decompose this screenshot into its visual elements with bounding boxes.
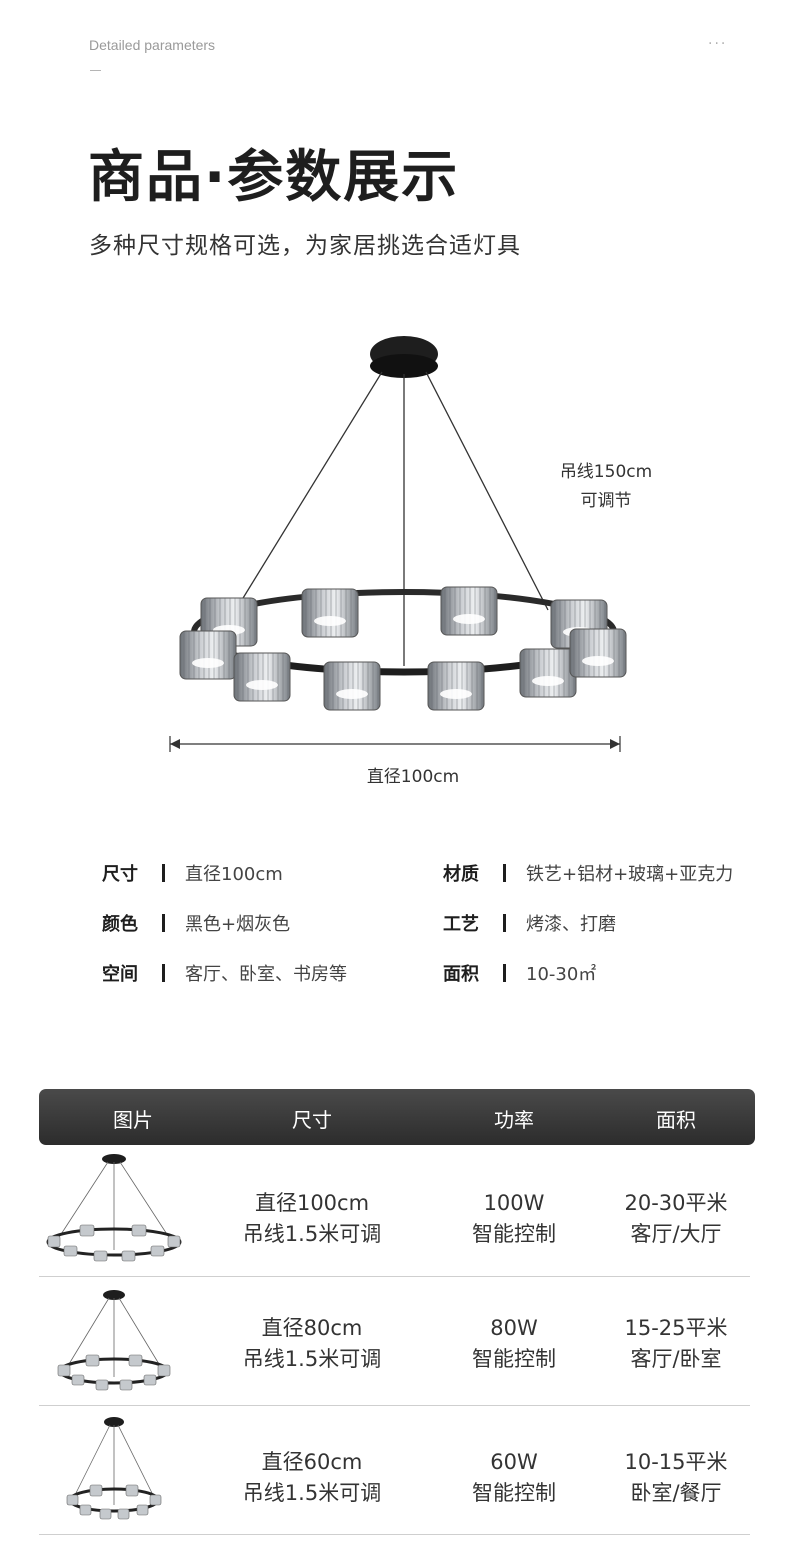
row-divider — [39, 1405, 750, 1406]
spec-size: 尺寸直径100cm — [102, 864, 283, 885]
more-icon[interactable]: ··· — [708, 36, 728, 52]
divider — [90, 70, 101, 71]
page-title: 商品·参数展示 — [88, 145, 460, 210]
product-thumbnail — [66, 1417, 162, 1520]
spec-space: 空间客厅、卧室、书房等 — [102, 964, 347, 985]
spec-material: 材质铁艺+铝材+玻璃+亚克力 — [443, 864, 734, 885]
header-power: 功率 — [494, 1108, 534, 1132]
header-size: 尺寸 — [292, 1108, 332, 1132]
header-image: 图片 — [113, 1108, 153, 1132]
row-divider — [39, 1276, 750, 1277]
spec-craft: 工艺烤漆、打磨 — [443, 914, 616, 935]
diameter-label: 直径100cm — [366, 767, 460, 787]
product-thumbnail — [46, 1154, 182, 1262]
chandelier-image — [169, 336, 627, 752]
row3-area: 10-15平米卧室/餐厅 — [624, 1450, 728, 1505]
header-area: 面积 — [656, 1108, 696, 1132]
row1-area: 20-30平米客厅/大厅 — [624, 1191, 728, 1246]
cable-length-label: 吊线150cm 可调节 — [559, 462, 653, 511]
spec-color: 颜色黑色+烟灰色 — [102, 914, 291, 935]
row-divider — [39, 1534, 750, 1535]
row2-area: 15-25平米客厅/卧室 — [624, 1316, 728, 1371]
table-header — [39, 1089, 755, 1145]
eyebrow-text: Detailed parameters — [89, 37, 216, 53]
page-subtitle: 多种尺寸规格可选，为家居挑选合适灯具 — [89, 233, 521, 259]
product-thumbnail — [57, 1290, 171, 1391]
